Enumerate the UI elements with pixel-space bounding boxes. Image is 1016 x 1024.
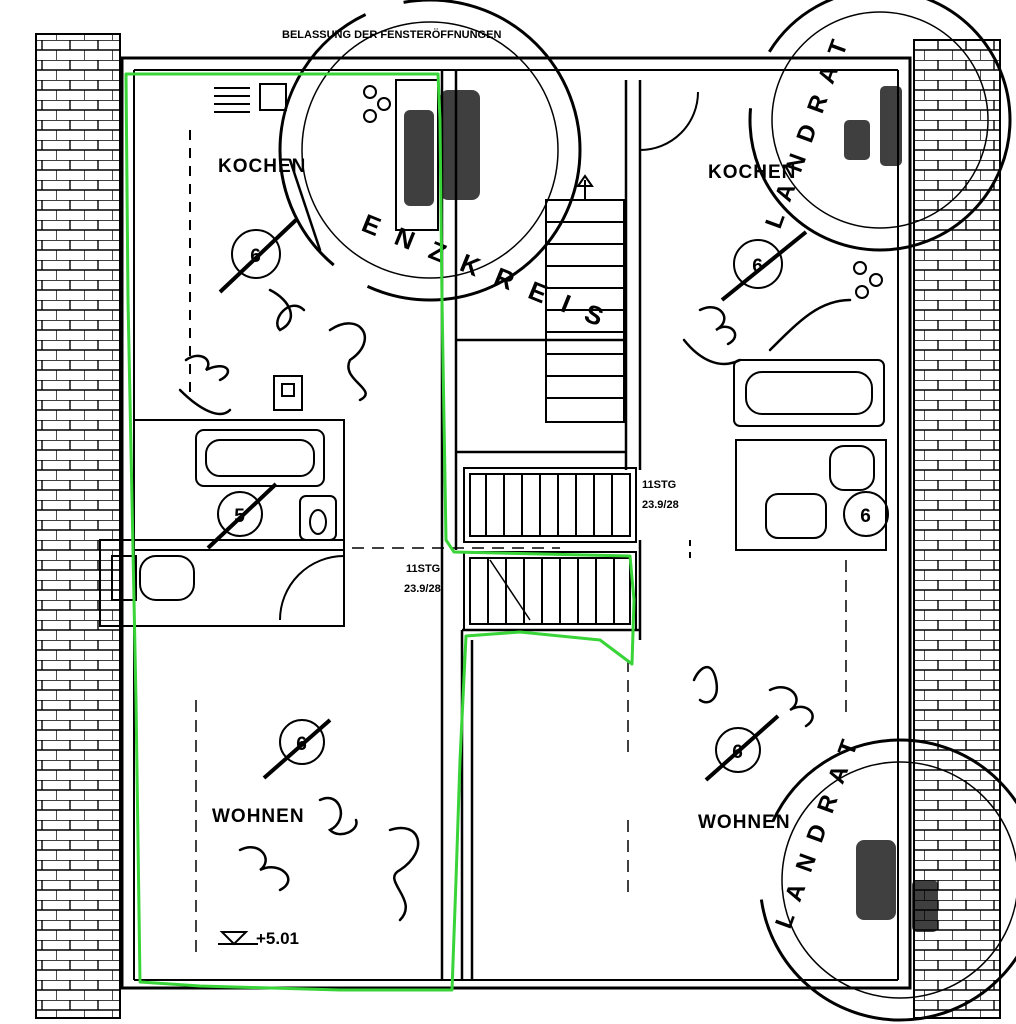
stamp-crest	[404, 86, 938, 932]
level-marker-symbol	[218, 931, 258, 946]
room-label-right-living: WOHNEN	[698, 812, 791, 833]
room-number-left-living	[262, 718, 332, 780]
left-kitchen-fixtures	[189, 79, 439, 400]
stair-lower-ratio: 23.9/28	[404, 583, 441, 595]
room-number-text-right-kitchen: 6	[752, 256, 764, 277]
stair-upper-steps: 11STG	[642, 479, 676, 491]
mid-stairs	[463, 467, 637, 631]
room-number-right-living	[704, 714, 780, 782]
room-number-text-left-living: 6	[296, 734, 308, 755]
room-number-left-bath	[206, 482, 278, 550]
dashed-guides	[195, 547, 847, 960]
upper-stair	[545, 174, 625, 423]
outer-walls	[120, 56, 912, 990]
room-number-text-right-living: 6	[732, 742, 744, 763]
stamp-center	[278, 0, 582, 302]
room-number-left-kitchen	[218, 218, 298, 294]
room-number-text-right-bath: 6	[860, 506, 872, 527]
stamp-right-bottom	[758, 738, 1016, 1022]
stair-lower-steps: 11STG	[406, 563, 440, 575]
room-number-text-left-kitchen: 6	[250, 246, 262, 267]
left-brick-wall	[35, 33, 121, 1019]
right-kitchen-fixtures	[639, 91, 887, 560]
stair-upper-ratio: 23.9/28	[642, 499, 679, 511]
stamp-right-top	[748, 0, 1012, 252]
room-label-right-kitchen: KOCHEN	[708, 162, 796, 183]
room-number-right-kitchen	[720, 230, 808, 302]
room-number-text-left-bath: 5	[234, 506, 246, 527]
header-note: BELASSUNG DER FENSTERÖFFNUNGEN	[282, 28, 501, 41]
left-bathroom	[99, 375, 345, 627]
room-number-right-bath	[843, 491, 889, 537]
highlight-boundary	[124, 72, 636, 992]
level-marker-text: +5.01	[256, 929, 299, 948]
signature-scribbles	[178, 158, 852, 922]
right-brick-wall	[913, 39, 1001, 1019]
room-label-left-living: WOHNEN	[212, 806, 305, 827]
room-label-left-kitchen: KOCHEN	[218, 156, 306, 177]
